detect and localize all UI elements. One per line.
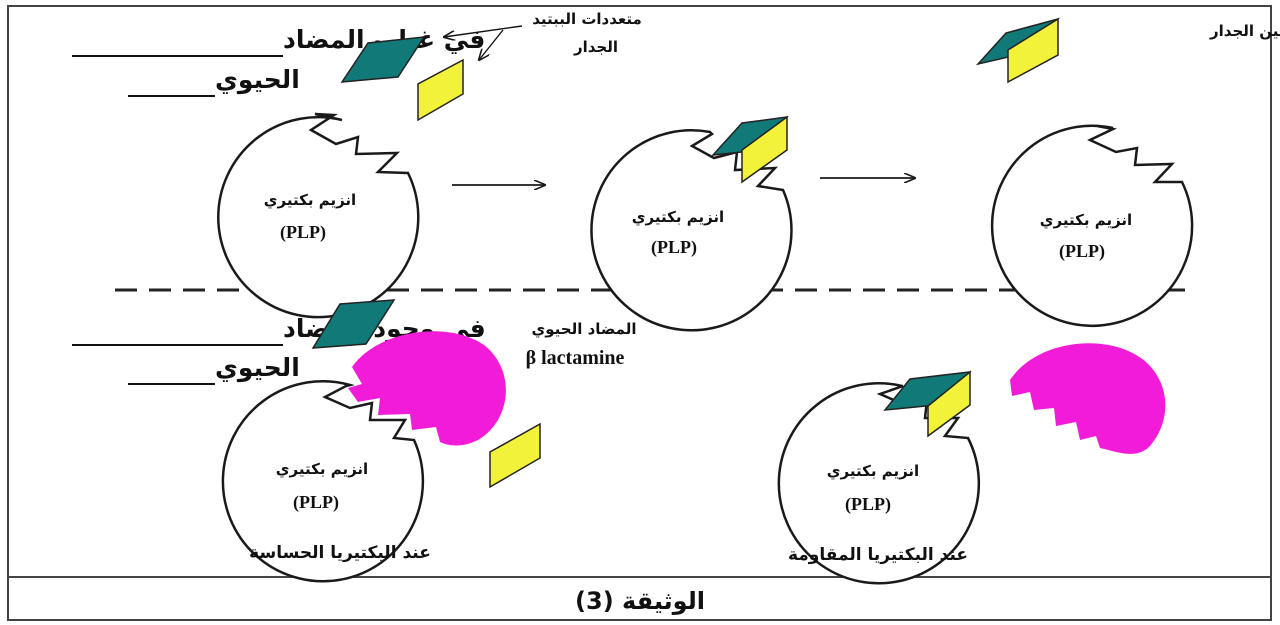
enzyme-2-code: (PLP) xyxy=(651,237,697,258)
enzyme-3-code: (PLP) xyxy=(1059,241,1105,262)
free-antibiotic xyxy=(1010,343,1166,454)
free-wall-polypeptide-dark xyxy=(340,36,426,83)
enzyme-3: انزيم بكتيري (PLP) xyxy=(990,124,1194,327)
enzyme-1-body xyxy=(217,112,420,319)
document-title: الوثيقة (3) xyxy=(575,587,705,615)
polypeptide-label-line2: الجدار xyxy=(573,38,618,56)
top-heading-line2: الحيوي xyxy=(215,65,300,95)
enzyme-3-body xyxy=(990,124,1194,327)
enzyme-3-name: انزيم بكتيري xyxy=(1040,211,1132,230)
enzyme-1-code: (PLP) xyxy=(280,222,326,243)
pointer-arrow-2 xyxy=(479,29,504,60)
wall-protein-light xyxy=(1007,17,1059,84)
enzyme-1-name: انزيم بكتيري xyxy=(264,191,356,210)
enzyme-1: انزيم بكتيري (PLP) xyxy=(217,112,420,319)
resistant-enzyme-name: انزيم بكتيري xyxy=(827,462,919,481)
outer-frame xyxy=(7,5,1272,621)
antibiotic-label-line1: المضاد الحيوي xyxy=(531,320,636,339)
unused-polypeptide-light xyxy=(489,422,541,489)
resistant-bacteria-caption: عند البكتيريا المقاومة xyxy=(788,545,968,565)
bound-polypeptide-light xyxy=(741,115,788,184)
antibiotic-label-line2: β lactamine xyxy=(526,347,625,369)
sensitive-enzyme-code: (PLP) xyxy=(293,492,339,513)
sensitive-bacteria-caption: عند البكتيريا الحساسة xyxy=(249,543,431,563)
sensitive-enzyme-body xyxy=(221,380,425,583)
sensitive-enzyme: انزيم بكتيري (PLP) xyxy=(221,331,506,583)
sensitive-enzyme-name: انزيم بكتيري xyxy=(276,460,368,479)
free-wall-polypeptide-light xyxy=(417,58,464,122)
unused-polypeptide-dark xyxy=(311,299,396,349)
resistant-enzyme-code: (PLP) xyxy=(845,494,891,515)
pointer-arrow-1 xyxy=(444,25,523,37)
resistant-enzyme: انزيم بكتيري (PLP) xyxy=(777,370,981,585)
antibiotic-bound-to-enzyme xyxy=(348,331,506,446)
wall-protein-label: بروتين الجدار xyxy=(1209,22,1280,40)
bottom-section: في وجود المضاد الحيوي المضاد الحيوي β la… xyxy=(72,299,1166,585)
bottom-heading-line2: الحيوي xyxy=(215,353,300,383)
enzyme-2-name: انزيم بكتيري xyxy=(632,208,724,227)
top-section: في غياب المضاد الحيوي متعددات الببتيد ال… xyxy=(72,10,1280,332)
enzyme-2: انزيم بكتيري (PLP) xyxy=(590,115,793,332)
resistant-bound-polypeptide-light xyxy=(927,370,971,438)
polypeptide-label-line1: متعددات الببتيد xyxy=(532,10,642,28)
